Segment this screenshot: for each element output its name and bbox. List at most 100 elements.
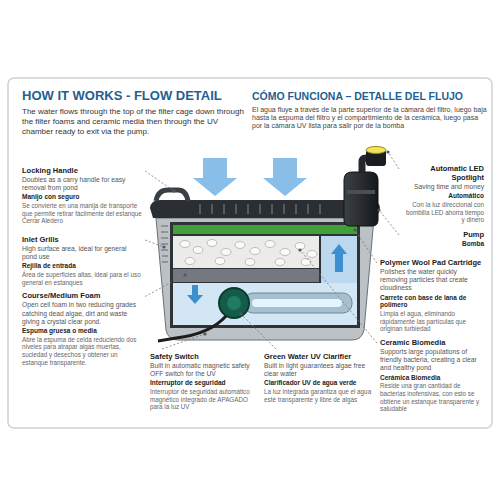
uv-cap-centre (227, 296, 241, 310)
leader-line (162, 334, 205, 349)
page-title: HOW IT WORKS - FLOW DETAIL (22, 88, 250, 104)
leader-line (145, 275, 185, 296)
callout-text: Polishes the water quickly removing part… (380, 268, 484, 293)
leader-dot (386, 150, 389, 153)
leader-dot (353, 228, 356, 231)
callout-heading-es: Rejilla de entrada (22, 262, 142, 270)
callout: Locking HandleDoubles as a carry handle … (22, 166, 142, 225)
intro-text-es: El agua fluye a través de la parte super… (252, 106, 488, 131)
callout-text: Supports large populations of friendly b… (380, 348, 484, 373)
pump-body (344, 172, 378, 226)
callout-text: Built in light guarantees algae free cle… (264, 362, 372, 378)
lid-slot (199, 204, 201, 214)
callout-text-es: Limpia el agua, eliminando rápidamente l… (380, 310, 484, 333)
ceramic-piece (280, 249, 290, 256)
callout-heading: Green Water UV Clarifier (264, 352, 372, 361)
callout: Green Water UV ClarifierBuilt in light g… (264, 352, 372, 403)
leader-dot (183, 273, 186, 276)
ceramic-piece (245, 259, 255, 266)
leader-line (379, 210, 399, 235)
callout-text: Built in automatic magnetic safety OFF s… (150, 362, 256, 378)
card-panel (8, 78, 492, 428)
ceramic-piece (307, 251, 317, 258)
callout-heading: Ceramic Biomedia (380, 338, 484, 347)
lid-slot (235, 204, 237, 214)
callout-text-es: Se convierte en una manija de transporte… (22, 202, 142, 225)
lid-slot (259, 204, 261, 214)
callout-heading: Inlet Grills (22, 235, 142, 244)
lid-slot (247, 204, 249, 214)
callout-text: High surface area, ideal for general pon… (22, 245, 142, 261)
filter-housing (156, 218, 374, 340)
uv-bulb (252, 299, 342, 307)
uv-chamber (244, 293, 352, 313)
intro-text: The water flows through the top of the f… (22, 107, 250, 137)
callout-text-es: Interruptor de seguridad automático magn… (150, 388, 256, 411)
callout-text-es: Abre la espuma de celda reduciendo dos n… (22, 336, 142, 367)
callout-heading: Automatic LED Spotlight (402, 164, 484, 182)
callout-heading: Course/Medium Foam (22, 291, 142, 300)
callout: Inlet GrillsHigh surface area, ideal for… (22, 235, 142, 286)
lid-slot (271, 204, 273, 214)
foam-layer (173, 269, 319, 282)
section-heading: CÓMO FUNCIONA – DETALLE DEL FLUJO (252, 90, 488, 103)
callout-heading-es: Clarificador UV de agua verde (264, 379, 372, 387)
intro-block: CÓMO FUNCIONA – DETALLE DEL FLUJO El agua… (252, 90, 488, 131)
leader-line (145, 240, 164, 247)
leader-dot (377, 208, 380, 211)
flow-arrow (331, 244, 347, 272)
callout-heading: Pump (402, 230, 484, 239)
lid-slots (200, 204, 320, 214)
callout-heading: Safety Switch (150, 352, 256, 361)
flow-arrow (193, 158, 237, 196)
grill-slot (161, 237, 168, 239)
ceramic-piece (275, 259, 285, 266)
intro-block: HOW IT WORKS - FLOW DETAIL The water flow… (22, 88, 250, 137)
spotlight-lens (366, 147, 386, 154)
pump-band (347, 190, 375, 194)
callout-heading-es: Carrete con base de lana de polímero (380, 294, 484, 310)
callout-text: Doubles as a carry handle for easy remov… (22, 176, 142, 192)
wool-pad (173, 225, 357, 234)
ceramic-piece (193, 247, 203, 254)
callout: Course/Medium FoamOpen cell foam in two … (22, 291, 142, 366)
callout-text: Open cell foam in two reducing grades ca… (22, 301, 142, 326)
leader-dot (298, 248, 301, 251)
inlet-grill (161, 226, 168, 262)
locking-handle (156, 190, 188, 201)
grill-slot (161, 249, 168, 251)
grill-slot (161, 231, 168, 233)
ceramic-piece (221, 249, 231, 256)
ceramic-media (180, 240, 317, 266)
grill-slot (162, 255, 168, 257)
callout-heading-es: Espuma gruesa o media (22, 327, 142, 335)
lid-slot (283, 204, 285, 214)
callout-heading: Locking Handle (22, 166, 142, 175)
leader-line (300, 250, 377, 343)
leader-line (241, 314, 276, 349)
leader-line (355, 230, 377, 263)
grill-slot (161, 243, 168, 245)
power-cable (158, 316, 226, 341)
leader-lines (145, 150, 399, 349)
callout-text-es: Con la luz direccional con bombilla LED … (402, 201, 484, 224)
leader-dot (203, 332, 206, 335)
ceramic-piece (207, 240, 217, 247)
callout-text-es: Área de superficies altas, ideal para el… (22, 271, 142, 286)
callout: Polymer Wool Pad CartridgePolishes the w… (380, 258, 484, 333)
callout: Ceramic BiomediaSupports large populatio… (380, 338, 484, 413)
callout: Safety SwitchBuilt in automatic magnetic… (150, 352, 256, 411)
ceramic-piece (235, 242, 245, 249)
callout-heading-es: Cerámica Biomedia (380, 374, 484, 382)
lid-slot (307, 204, 309, 214)
lid-slot (211, 204, 213, 214)
ceramic-piece (265, 241, 275, 248)
flow-arrow (263, 158, 307, 196)
lid-slot (295, 204, 297, 214)
flow-arrow (187, 285, 203, 304)
callout-heading-es: Manijo con seguro (22, 193, 142, 201)
ceramic-piece (250, 248, 260, 255)
leader-line (145, 171, 174, 191)
callout-text-es: Reside una gran cantidad de bacterias in… (380, 382, 484, 413)
